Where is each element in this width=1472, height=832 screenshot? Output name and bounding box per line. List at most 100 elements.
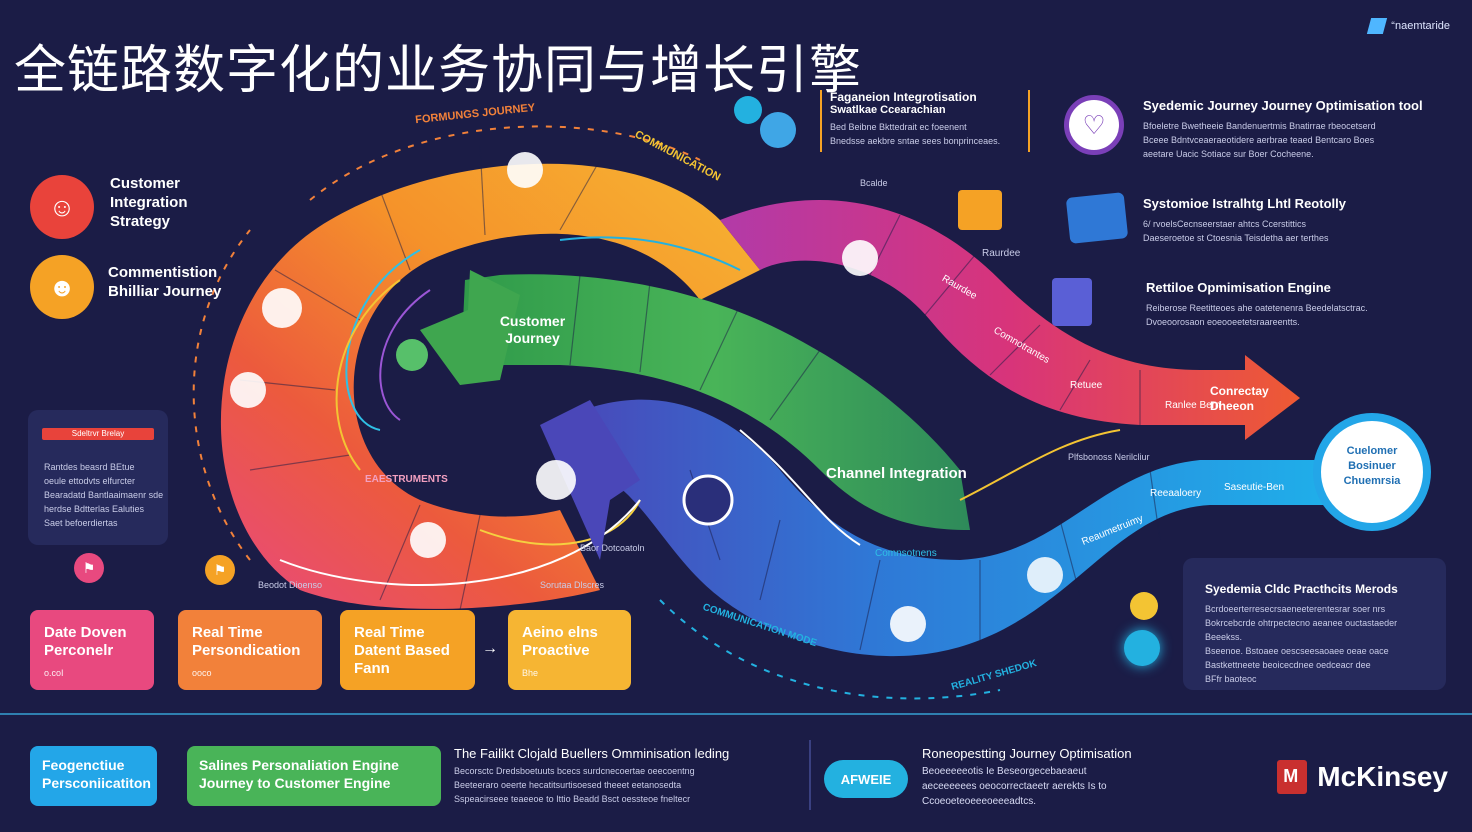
right-seg-4: Ranlee Bern xyxy=(1165,400,1221,411)
document-icon xyxy=(1065,192,1129,244)
top-center-sub: Swatlkae Ccearachian xyxy=(830,104,946,116)
left-panel-line: herdse Bdtterlas Ealuties xyxy=(44,504,145,514)
right-seg-above: Raurdee xyxy=(982,248,1021,259)
card-title: Date Doven Perconelr xyxy=(44,624,127,659)
warm-arc-band xyxy=(220,163,760,609)
thin-curves xyxy=(192,125,1121,700)
right-panel-line: Bokrcebcrde ohtrpectecno aeanee ouctasta… xyxy=(1205,618,1398,628)
blue-seg-2: Reeaaloery xyxy=(1150,488,1202,499)
left-panel-lines: Rantdes beasrd BEtue oeule ettodvts elfu… xyxy=(44,460,164,530)
left-panel-line: Rantdes beasrd BEtue xyxy=(44,462,135,472)
right-block-line: Bceee Bdntvceaeraeotidere aerbrae teaed … xyxy=(1143,135,1375,145)
top-center-line: Bed Beibne Bkttedrait ec foeenent xyxy=(830,122,967,132)
brand-mark: “naemtaride xyxy=(1367,18,1450,34)
people-icon: ☺ xyxy=(30,175,94,239)
lightbulb-icon xyxy=(734,96,762,124)
left-item-2-label: Commentistion Bhilliar Journey xyxy=(108,264,222,300)
footer-right-line: Ccoeoeteoeeeoeeeadtcs. xyxy=(922,796,1036,807)
left-panel-line: oeule ettodvts elfurcter xyxy=(44,476,136,486)
right-panel-head: Syedemia Cldc Practhcits Merods xyxy=(1205,582,1398,596)
misc-label-1: Bcalde xyxy=(860,178,888,188)
right-block-line: Reiberose Reetitteoes ahe oatetenenra Be… xyxy=(1146,303,1368,313)
footer-pill-2[interactable]: Salines Personaliation Engine Journey to… xyxy=(187,746,441,806)
users-icon: ☻ xyxy=(30,255,94,319)
right-panel-line: Bcrdoeerterresecrsaeneeterentesrar soer … xyxy=(1205,604,1386,614)
inner-top-label: EAESTRUMENTS xyxy=(365,474,448,485)
card-title: Real Time Persondication xyxy=(192,624,301,659)
top-center-block: Faganeion Integrotisation Swatlkae Ccear… xyxy=(820,90,1030,152)
card-proactive[interactable]: Aeino elns Proactive Bhe xyxy=(508,610,631,690)
right-block-line: aeetare Uacic Sotiace sur Boer Cocheene. xyxy=(1143,149,1314,159)
green-arrow-head xyxy=(420,270,520,385)
right-seg-3: Retuee xyxy=(1070,380,1103,391)
blue-seg-3: Saseutie-Ben xyxy=(1224,482,1285,493)
footer-right-line: Beoeeeeeotis Ie Beseorgecebaeaeut xyxy=(922,766,1087,777)
footer-badge: AFWEIE xyxy=(824,760,908,798)
right-panel-line: BFfr baoteoc xyxy=(1205,674,1257,684)
card-sub: Bhe xyxy=(522,668,539,678)
blue-channel-band xyxy=(560,399,1340,657)
misc-label-4: Beodot Dioenso xyxy=(258,580,323,590)
head-icon xyxy=(760,112,796,148)
right-block-head: Systomioe Istralhtg Lhtl Reotolly xyxy=(1143,196,1346,211)
gear-icon xyxy=(1130,592,1158,620)
top-center-head: Faganeion Integrotisation xyxy=(830,90,977,104)
card-sub: o.coI xyxy=(44,668,64,678)
left-info-panel: Sdeltrvr Brelay Rantdes beasrd BEtue oeu… xyxy=(28,410,168,545)
card-title: Aeino elns Proactive xyxy=(522,624,598,659)
arrow-right-icon: → xyxy=(482,640,498,657)
brand-text: “naemtaride xyxy=(1391,20,1450,32)
misc-label-3: Sorutaa Dlscres xyxy=(540,580,605,590)
footer-center-line: Beeteeraro oeerte hecatitsurtisoesed the… xyxy=(454,780,682,790)
right-panel-line: Bseenoe. Bstoaee oescseesaoaee oeae oace xyxy=(1205,646,1389,656)
green-dividers xyxy=(569,274,821,421)
footer-right-line: aeceeeeees oeocorrectaeetr aerekts Is to xyxy=(922,781,1107,792)
right-block-1: Syedemic Journey Journey Optimisation to… xyxy=(1143,98,1443,161)
chart-icon xyxy=(1052,278,1092,326)
pin-icon-2: ⚑ xyxy=(205,555,235,585)
footer-pill-1[interactable]: Feogenctiue Persconiicatiton xyxy=(30,746,157,806)
left-panel-line: Saet befoerdiertas xyxy=(44,518,118,528)
footer-separator xyxy=(809,740,811,810)
footer-center-line: Sspeacirseee teaeeoe to Ittio Beadd Bsct… xyxy=(454,794,691,804)
left-item-1-label: Customer Integration Strategy xyxy=(110,175,188,230)
right-block-3: Rettiloe Opmimisation Engine Reiberose R… xyxy=(1146,280,1446,329)
pin-icon-1: ⚑ xyxy=(74,553,104,583)
right-panel-line: Bastkettneete beoicecdnee oedceacr dee xyxy=(1205,660,1371,670)
footer-center-line: Becorsctc Dredsboetuuts bcecs surdcnecoe… xyxy=(454,766,695,776)
card-sub: ooco xyxy=(192,668,212,678)
footer-center-block: The Failikt Clojald Buellers Omminisatio… xyxy=(454,746,799,806)
calendar-icon xyxy=(958,190,1002,230)
footer-center-head: The Failikt Clojald Buellers Omminisatio… xyxy=(454,746,730,761)
left-panel-line: Bearadatd Bantlaaimaenr sde xyxy=(44,490,164,500)
right-block-line: 6/ rvoelsCecnseerstaer ahtcs Ccerstittic… xyxy=(1143,219,1307,229)
footer-right-head: Roneopestting Journey Optimisation xyxy=(922,746,1132,761)
right-info-panel: Syedemia Cldc Practhcits Merods Bcrdoeer… xyxy=(1183,558,1446,690)
end-circle-label: Cuelomer Bosinuer Chuemrsia xyxy=(1343,445,1401,487)
right-band-dividers xyxy=(869,214,1141,425)
misc-label-2: Baor Dotcoatoln xyxy=(580,543,645,553)
right-block-line: Bfoeletre Bwetheeie Bandenuertmis Bnatir… xyxy=(1143,121,1376,131)
mckinsey-logo-text: McKinsey xyxy=(1317,761,1448,792)
card-real-time-personalization[interactable]: Real Time Persondication ooco xyxy=(178,610,322,690)
green-journey-band xyxy=(460,274,970,530)
mckinsey-logo-icon xyxy=(1277,760,1308,794)
card-data-driven[interactable]: Date Doven Perconelr o.coI xyxy=(30,610,154,690)
right-block-2: Systomioe Istralhtg Lhtl Reotolly 6/ rvo… xyxy=(1143,196,1443,245)
shield-icon: ♡ xyxy=(1064,95,1124,155)
card-title: Real Time Datent Based Fann xyxy=(354,624,450,677)
arc-dividers xyxy=(239,144,601,611)
top-center-line: Bnedsse aekbre sntae sees bonprinceaes. xyxy=(830,136,1001,146)
card-real-time-data[interactable]: Real Time Datent Based Fann xyxy=(340,610,475,690)
page-title: 全链路数字化的业务协同与增长引擎 xyxy=(14,41,863,101)
right-block-head: Rettiloe Opmimisation Engine xyxy=(1146,280,1331,295)
channel-integration-label: Channel Integration xyxy=(826,465,967,482)
mckinsey-logo: McKinsey xyxy=(1277,760,1448,794)
customer-journey-label: Customer Journey xyxy=(499,313,566,346)
right-block-line: Dvoeoorosaon eoeooeetetsraareentts. xyxy=(1146,317,1300,327)
lightbulb-icon xyxy=(1124,630,1160,666)
blue-seg-4: Comnsotnens xyxy=(875,548,937,559)
right-panel-line: Beeekss. xyxy=(1205,632,1243,642)
arrow-end-label: Conrectay Dheeon xyxy=(1210,384,1269,413)
band-icons xyxy=(230,152,1063,642)
